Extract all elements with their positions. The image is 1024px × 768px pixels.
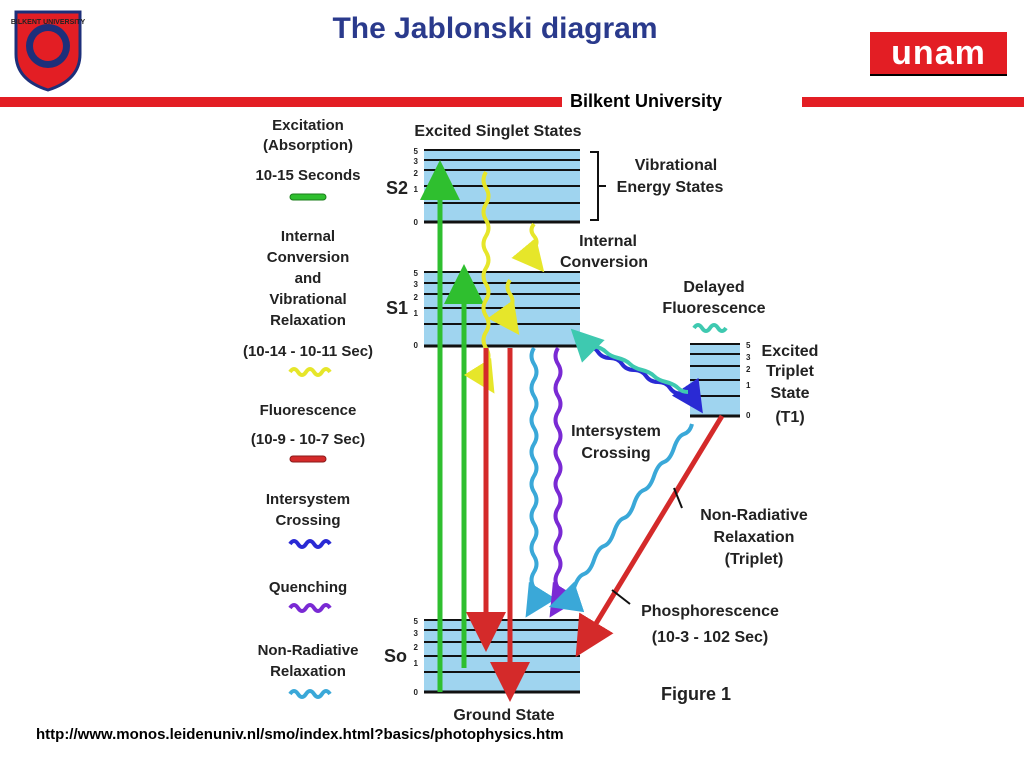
t1-label-3: State xyxy=(770,385,809,402)
s1-level-1: 1 xyxy=(414,309,419,318)
nonradiative-leader xyxy=(673,487,683,509)
legend: Excitation (Absorption) 10-15 Seconds In… xyxy=(243,117,373,699)
s2-level-0: 0 xyxy=(414,218,419,227)
nonradiative-triplet-label-2: Relaxation xyxy=(714,529,795,546)
bilkent-university-logo: BILKENT UNIVERSITY xyxy=(10,4,86,92)
legend-nr-swatch xyxy=(288,689,332,699)
legend-ic-line-5: Relaxation xyxy=(270,312,346,329)
legend-excitation: Excitation (Absorption) 10-15 Seconds xyxy=(255,117,361,201)
legend-excitation-line-1: Excitation xyxy=(272,117,344,134)
legend-ic-line-3: and xyxy=(295,270,322,287)
institution-name: Bilkent University xyxy=(570,91,723,111)
legend-internal-conversion: Internal Conversion and Vibrational Rela… xyxy=(243,228,373,377)
legend-excitation-swatch xyxy=(289,193,327,201)
t1-level-3: 3 xyxy=(746,353,751,362)
legend-ic-line-2: Conversion xyxy=(267,249,350,266)
nonradiative-triplet-label-3: (Triplet) xyxy=(725,551,784,568)
t1-band: 5 3 2 1 0 xyxy=(690,341,751,420)
source-url[interactable]: http://www.monos.leidenuniv.nl/smo/index… xyxy=(36,726,564,743)
legend-ic-line-4: Vibrational xyxy=(269,291,346,308)
s0-level-2: 2 xyxy=(414,643,419,652)
legend-fluorescence: Fluorescence (10-9 - 10-7 Sec) xyxy=(251,402,365,463)
internal-conversion-label-1: Internal xyxy=(579,233,637,250)
legend-nr-line-2: Relaxation xyxy=(270,663,346,680)
jablonski-diagram: Excitation (Absorption) 10-15 Seconds In… xyxy=(234,108,844,726)
t1-level-1: 1 xyxy=(746,381,751,390)
t1-level-0: 0 xyxy=(746,411,751,420)
legend-quenching-line-1: Quenching xyxy=(269,579,347,596)
s1-label: S1 xyxy=(386,298,408,318)
delayed-fluorescence-label-2: Fluorescence xyxy=(662,300,765,317)
logo-left-text: BILKENT UNIVERSITY xyxy=(11,19,86,26)
s2-label: S2 xyxy=(386,178,408,198)
s2-level-1: 1 xyxy=(414,185,419,194)
legend-isc-line-2: Crossing xyxy=(275,512,340,529)
legend-fluorescence-swatch xyxy=(289,455,327,463)
legend-intersystem: Intersystem Crossing xyxy=(266,491,350,549)
figure-label: Figure 1 xyxy=(661,684,731,704)
s1-level-5: 5 xyxy=(414,269,419,278)
t1-level-2: 2 xyxy=(746,365,751,374)
s2-level-3: 3 xyxy=(414,157,419,166)
page-title: The Jablonski diagram xyxy=(332,12,658,45)
quenching-arrow xyxy=(549,346,581,618)
unam-logo-underline xyxy=(870,74,1007,76)
vibrational-bracket xyxy=(590,151,606,221)
s0-label: So xyxy=(384,646,407,666)
s2-level-2: 2 xyxy=(414,169,419,178)
nonradiative-arrow-triplet xyxy=(548,423,694,613)
ground-state-label: Ground State xyxy=(453,707,554,724)
t1-label-1: Excited xyxy=(762,343,819,360)
legend-nr-line-1: Non-Radiative xyxy=(258,642,359,659)
internal-conversion-label-2: Conversion xyxy=(560,254,648,271)
legend-isc-swatch xyxy=(288,539,332,549)
header-divider-left xyxy=(0,97,562,107)
internal-conversion-arrow-1 xyxy=(463,170,495,394)
intersystem-crossing-label-2: Crossing xyxy=(581,445,650,462)
s1-level-2: 2 xyxy=(414,293,419,302)
t1-level-5: 5 xyxy=(746,341,751,350)
unam-logo: unam xyxy=(870,32,1007,74)
legend-fluorescence-line-1: Fluorescence xyxy=(260,402,357,419)
s1-level-3: 3 xyxy=(414,280,419,289)
vibrational-relaxation-arrow xyxy=(487,278,520,336)
legend-isc-line-1: Intersystem xyxy=(266,491,350,508)
s2-level-5: 5 xyxy=(414,147,419,156)
t1-label-2: Triplet xyxy=(766,363,815,380)
intersystem-crossing-label-1: Intersystem xyxy=(571,423,661,440)
legend-fluorescence-line-2: (10-9 - 10-7 Sec) xyxy=(251,431,365,448)
legend-ic-line-6: (10-14 - 10-11 Sec) xyxy=(243,343,373,360)
phosphorescence-leader xyxy=(611,589,631,605)
header-divider-right xyxy=(802,97,1024,107)
legend-quenching: Quenching xyxy=(269,579,347,613)
s0-level-0: 0 xyxy=(414,688,419,697)
phosphorescence-arrow xyxy=(575,414,725,658)
legend-quenching-swatch xyxy=(288,603,332,613)
legend-excitation-line-3: 10-15 Seconds xyxy=(255,167,360,184)
legend-excitation-line-2: (Absorption) xyxy=(263,137,353,154)
s0-band: 5 3 2 1 0 So xyxy=(384,617,580,697)
phosphorescence-label-1: Phosphorescence xyxy=(641,603,779,620)
nonradiative-triplet-label-1: Non-Radiative xyxy=(700,507,808,524)
t1-label-4: (T1) xyxy=(775,409,804,426)
s0-level-3: 3 xyxy=(414,629,419,638)
legend-ic-line-1: Internal xyxy=(281,228,335,245)
legend-ic-swatch xyxy=(288,367,332,377)
delayed-fluorescence-arrow xyxy=(570,328,689,394)
vibrational-label-2: Energy States xyxy=(617,179,724,196)
vibrational-label-1: Vibrational xyxy=(635,157,717,174)
s0-level-5: 5 xyxy=(414,617,419,626)
phosphorescence-label-2: (10-3 - 102 Sec) xyxy=(652,629,769,646)
delayed-fluorescence-swatch xyxy=(692,323,728,333)
internal-conversion-arrow-2 xyxy=(511,222,545,273)
excited-singlet-header: Excited Singlet States xyxy=(414,123,581,140)
nonradiative-arrow-singlet xyxy=(525,346,557,618)
s0-level-1: 1 xyxy=(414,659,419,668)
legend-nonradiative: Non-Radiative Relaxation xyxy=(258,642,359,699)
delayed-fluorescence-label-1: Delayed xyxy=(683,279,744,296)
intersystem-crossing-arrow xyxy=(587,345,703,414)
s1-level-0: 0 xyxy=(414,341,419,350)
